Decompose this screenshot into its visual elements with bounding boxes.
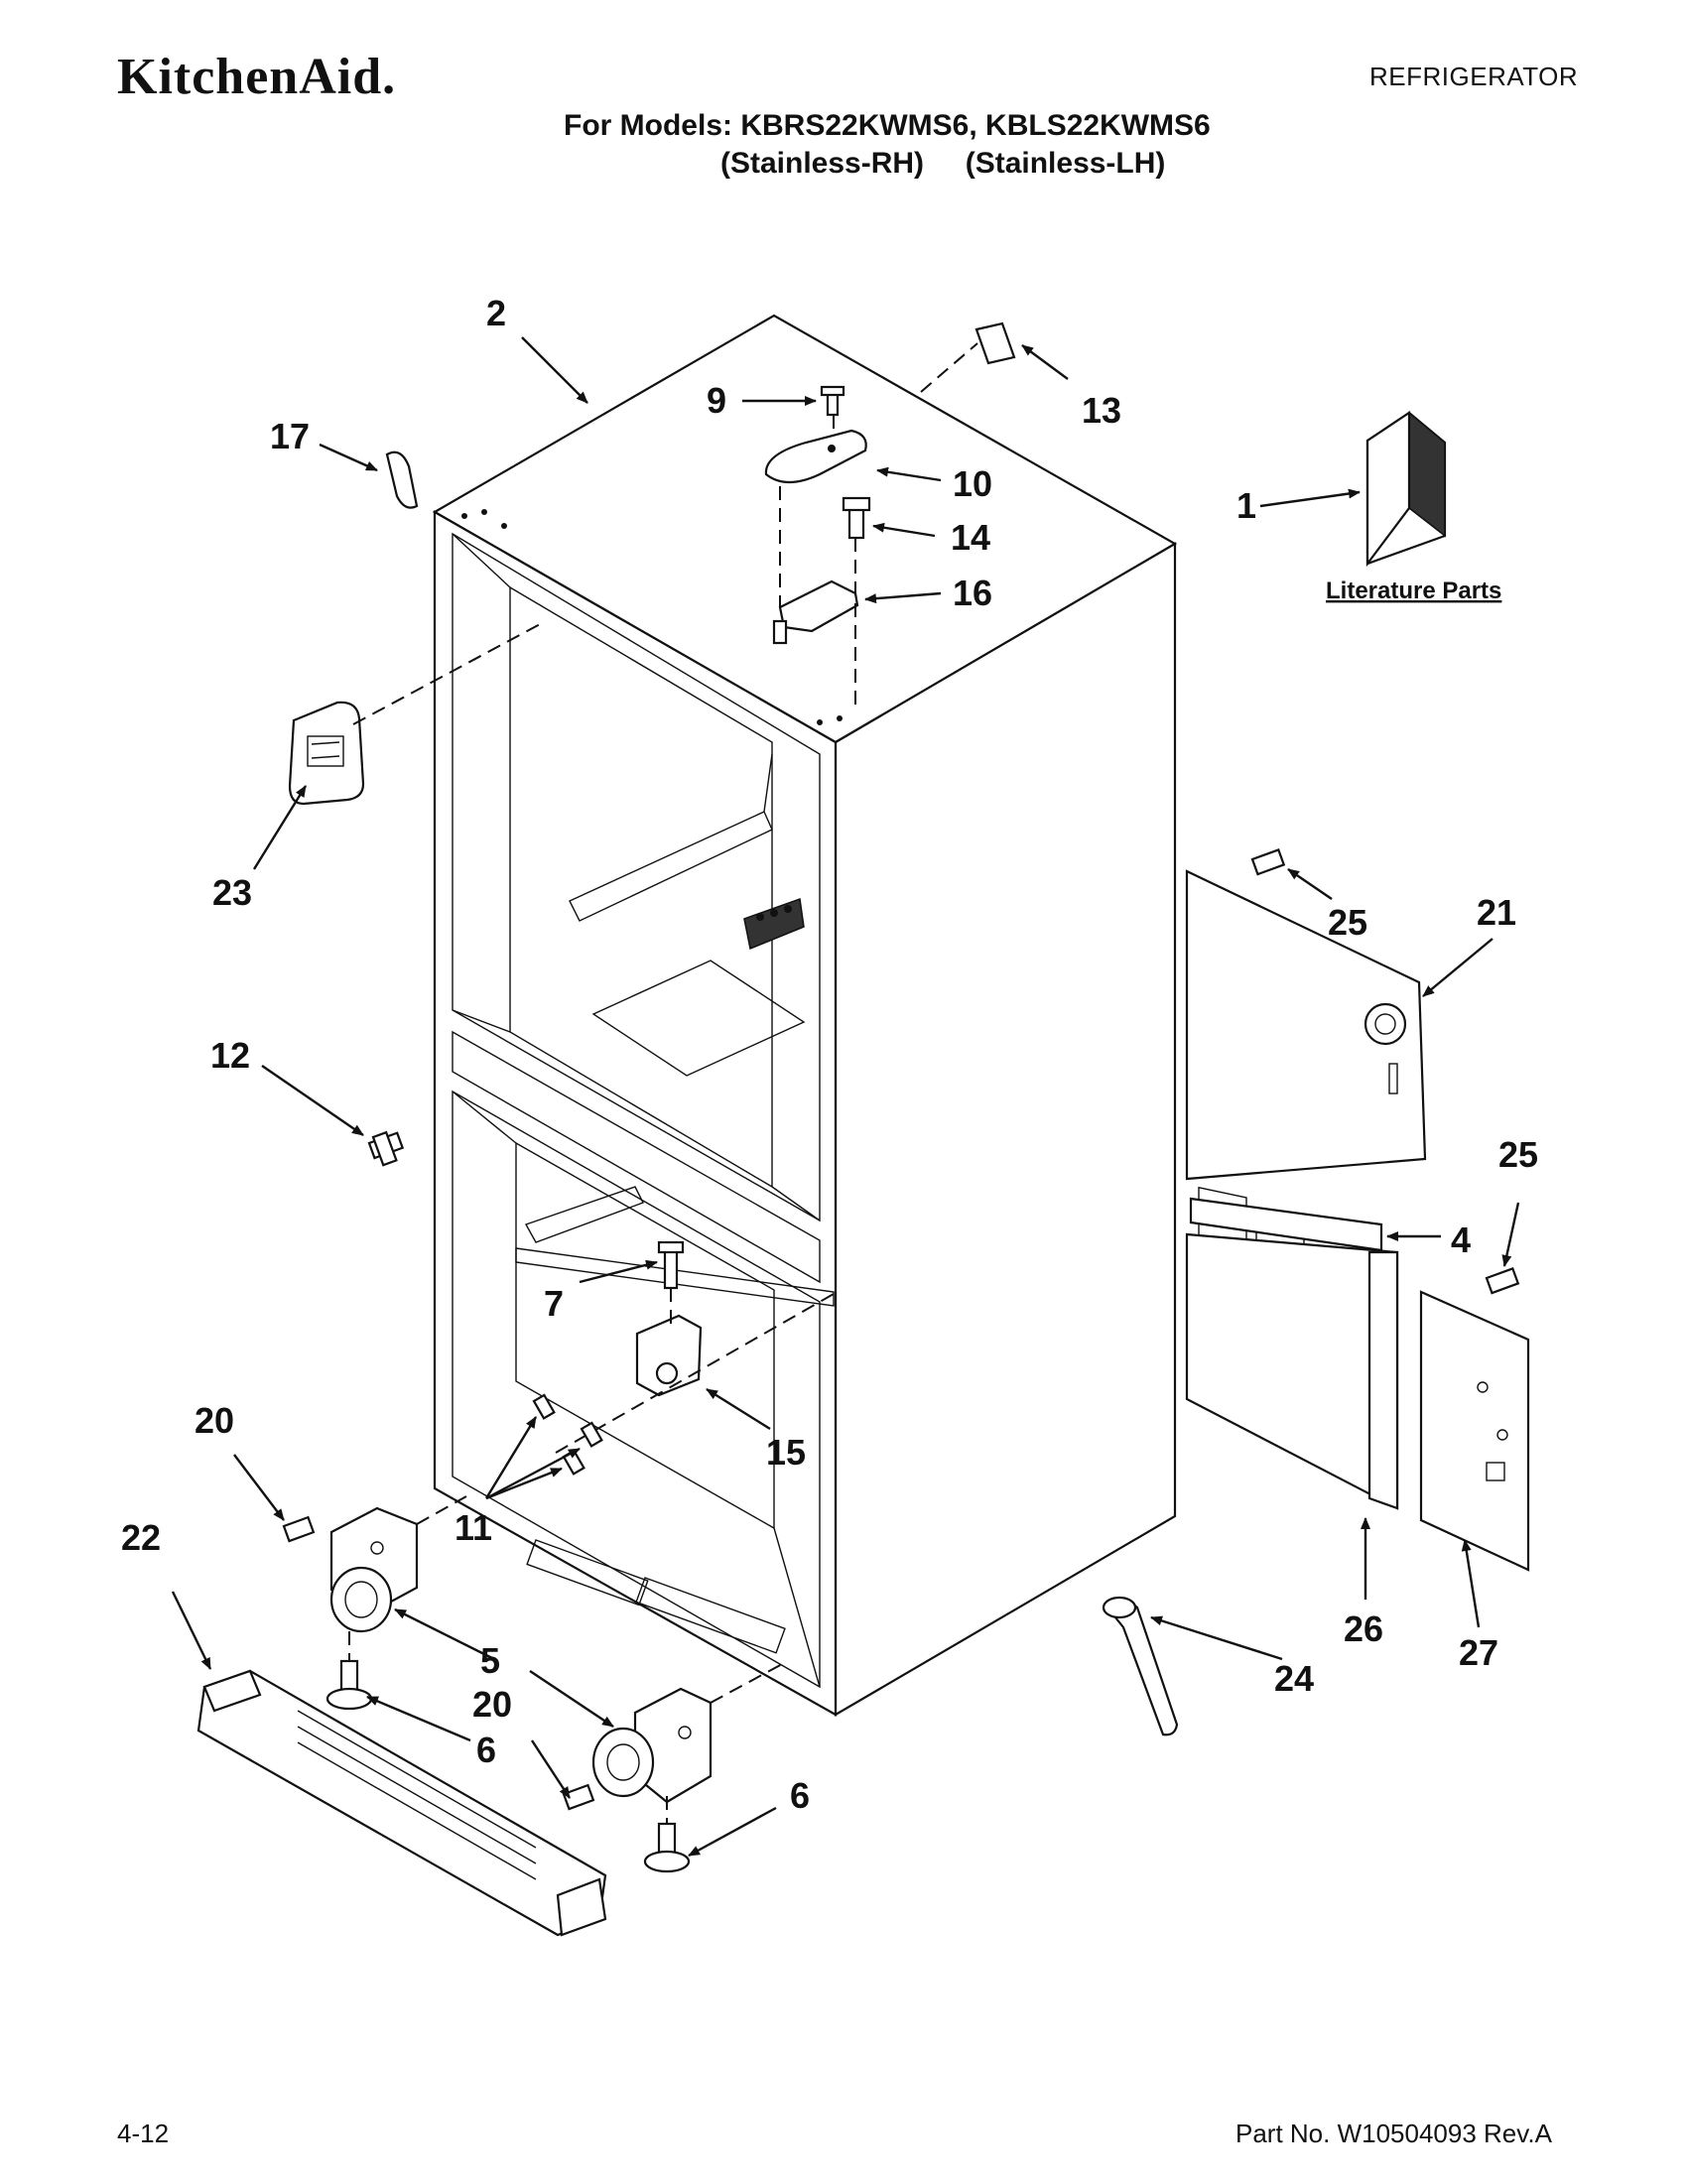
bottom-hinge-assembly	[555, 1240, 835, 1454]
callout-20b: 20	[472, 1684, 512, 1725]
screw-20a	[282, 1515, 316, 1543]
callout-24: 24	[1274, 1658, 1314, 1699]
back-plate-27	[1419, 1290, 1530, 1572]
label-13	[974, 321, 1016, 365]
category-label: REFRIGERATOR	[1369, 62, 1579, 91]
callout-12: 12	[210, 1035, 250, 1076]
brand-logo: KitchenAid.	[117, 49, 397, 105]
callout-16: 16	[953, 573, 992, 613]
screw-25a	[1250, 848, 1286, 876]
part-number: Part No. W10504093 Rev.A	[1235, 2119, 1552, 2148]
callout-6b: 6	[790, 1775, 810, 1816]
page-number: 4-12	[117, 2119, 170, 2148]
callout-23: 23	[212, 872, 252, 913]
tool-24	[1102, 1596, 1179, 1736]
control-panel-23	[288, 701, 365, 806]
cover-panel-26	[1185, 1232, 1399, 1510]
callout-11: 11	[454, 1507, 492, 1548]
models-line: For Models: KBRS22KWMS6, KBLS22KWMS6	[564, 109, 1211, 142]
literature-caption: Literature Parts	[1326, 578, 1501, 604]
cabinet	[432, 314, 1178, 1717]
callout-5: 5	[480, 1640, 500, 1681]
callout-21: 21	[1477, 892, 1516, 933]
tape-17	[385, 450, 419, 509]
callout-14: 14	[951, 517, 990, 558]
callout-10: 10	[953, 463, 992, 504]
callout-6a: 6	[476, 1730, 496, 1770]
callout-4: 4	[1451, 1220, 1471, 1260]
toe-grille-22	[196, 1669, 607, 1937]
callout-20a: 20	[195, 1400, 234, 1441]
roller-left-5	[329, 1495, 467, 1633]
roller-right-5	[591, 1662, 785, 1804]
hinge-cover-10	[764, 429, 867, 484]
callout-26: 26	[1344, 1608, 1383, 1649]
callout-22: 22	[121, 1517, 161, 1558]
callout-27: 27	[1459, 1632, 1498, 1673]
screw-12	[367, 1130, 405, 1167]
screw-20b	[562, 1783, 595, 1811]
top-hinge-assembly	[764, 385, 871, 707]
leveling-leg-6b	[643, 1796, 691, 1873]
callout-2: 2	[486, 293, 506, 333]
callout-7: 7	[544, 1283, 564, 1324]
literature-book	[1365, 410, 1447, 568]
screw-25b	[1485, 1267, 1520, 1295]
callout-25b: 25	[1498, 1134, 1538, 1175]
leader-arrows	[171, 336, 1520, 1858]
callout-15: 15	[766, 1432, 806, 1473]
callout-17: 17	[270, 416, 310, 456]
callout-25a: 25	[1328, 902, 1367, 943]
variants-line: (Stainless-RH) (Stainless-LH)	[720, 147, 1166, 180]
screw-9	[826, 391, 840, 417]
callout-13: 13	[1082, 390, 1121, 431]
leveling-leg-6a	[325, 1631, 373, 1711]
callout-9: 9	[707, 380, 726, 421]
callout-1: 1	[1236, 485, 1256, 526]
